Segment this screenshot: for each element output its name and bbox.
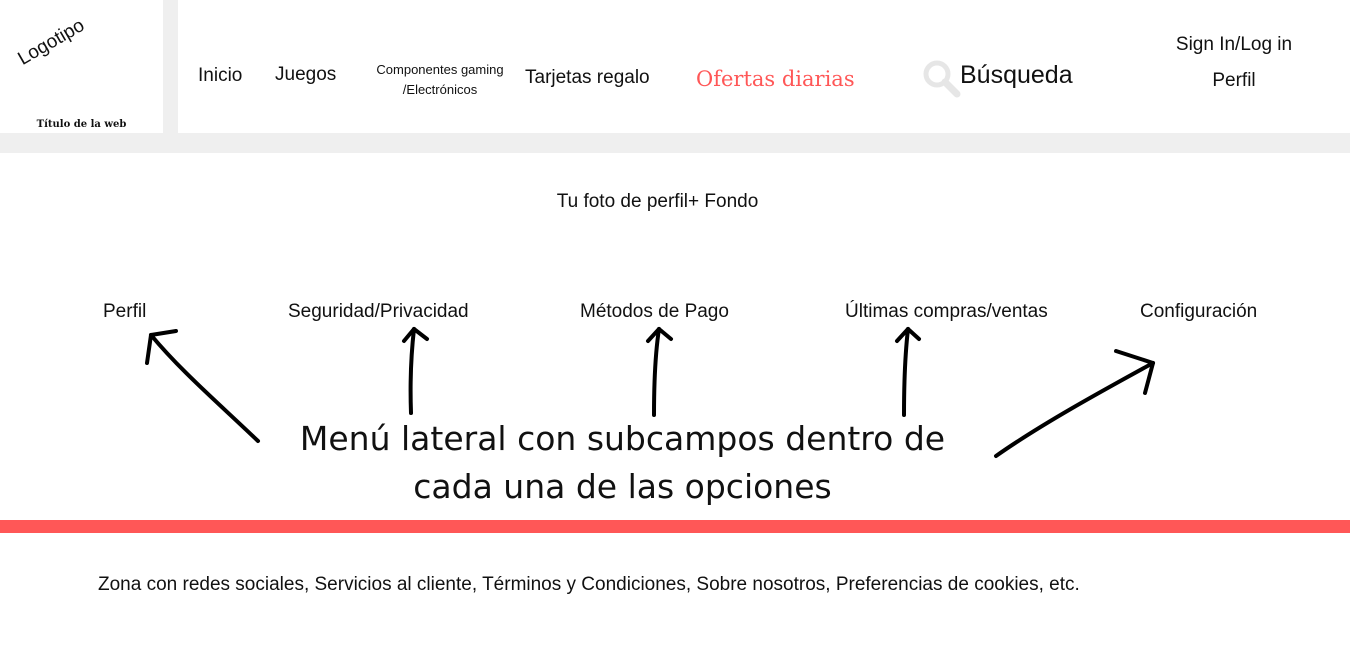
menu-option-perfil[interactable]: Perfil <box>103 301 147 322</box>
menu-option-seguridad[interactable]: Seguridad/Privacidad <box>288 301 469 322</box>
profile-photo-placeholder: Tu foto de perfil+ Fondo <box>556 191 759 212</box>
nav-componentes-line2: /Electrónicos <box>402 82 478 97</box>
footer-text: Zona con redes sociales, Servicios al cl… <box>98 574 1080 595</box>
nav-ofertas-diarias[interactable]: Ofertas diarias <box>696 67 855 91</box>
logo[interactable]: Logotipo <box>14 15 89 70</box>
site-title[interactable]: Título de la web <box>36 119 127 130</box>
arrow-to-configuracion-icon <box>994 349 1155 458</box>
profile-link[interactable]: Perfil <box>1212 70 1256 91</box>
nav-inicio[interactable]: Inicio <box>198 65 243 86</box>
menu-option-configuracion[interactable]: Configuración <box>1140 301 1258 322</box>
arrow-to-seguridad-icon <box>402 327 429 415</box>
search-label[interactable]: Búsqueda <box>960 61 1073 89</box>
menu-option-ultimas-compras[interactable]: Últimas compras/ventas <box>845 301 1048 322</box>
nav-componentes[interactable]: Componentes gaming /Electrónicos <box>366 60 514 100</box>
header-divider <box>163 0 178 133</box>
nav-juegos[interactable]: Juegos <box>275 64 337 85</box>
menu-annotation: Menú lateral con subcampos dentro de cad… <box>280 415 965 511</box>
menu-annotation-line2: cada una de las opciones <box>413 467 832 506</box>
arrow-to-ultimas-icon <box>895 327 921 417</box>
sign-in-link[interactable]: Sign In/Log in <box>1175 34 1293 55</box>
arrow-to-perfil-icon <box>145 329 260 443</box>
nav-componentes-line1: Componentes gaming <box>376 62 504 77</box>
header-band <box>0 133 1350 153</box>
search-icon[interactable] <box>921 58 963 100</box>
nav-tarjetas-regalo[interactable]: Tarjetas regalo <box>525 67 650 88</box>
logo-area[interactable]: Logotipo Título de la web <box>0 0 163 133</box>
menu-option-metodos-pago[interactable]: Métodos de Pago <box>580 301 729 322</box>
footer-band <box>0 520 1350 533</box>
arrow-to-metodos-icon <box>646 327 673 417</box>
menu-annotation-line1: Menú lateral con subcampos dentro de <box>299 419 946 458</box>
